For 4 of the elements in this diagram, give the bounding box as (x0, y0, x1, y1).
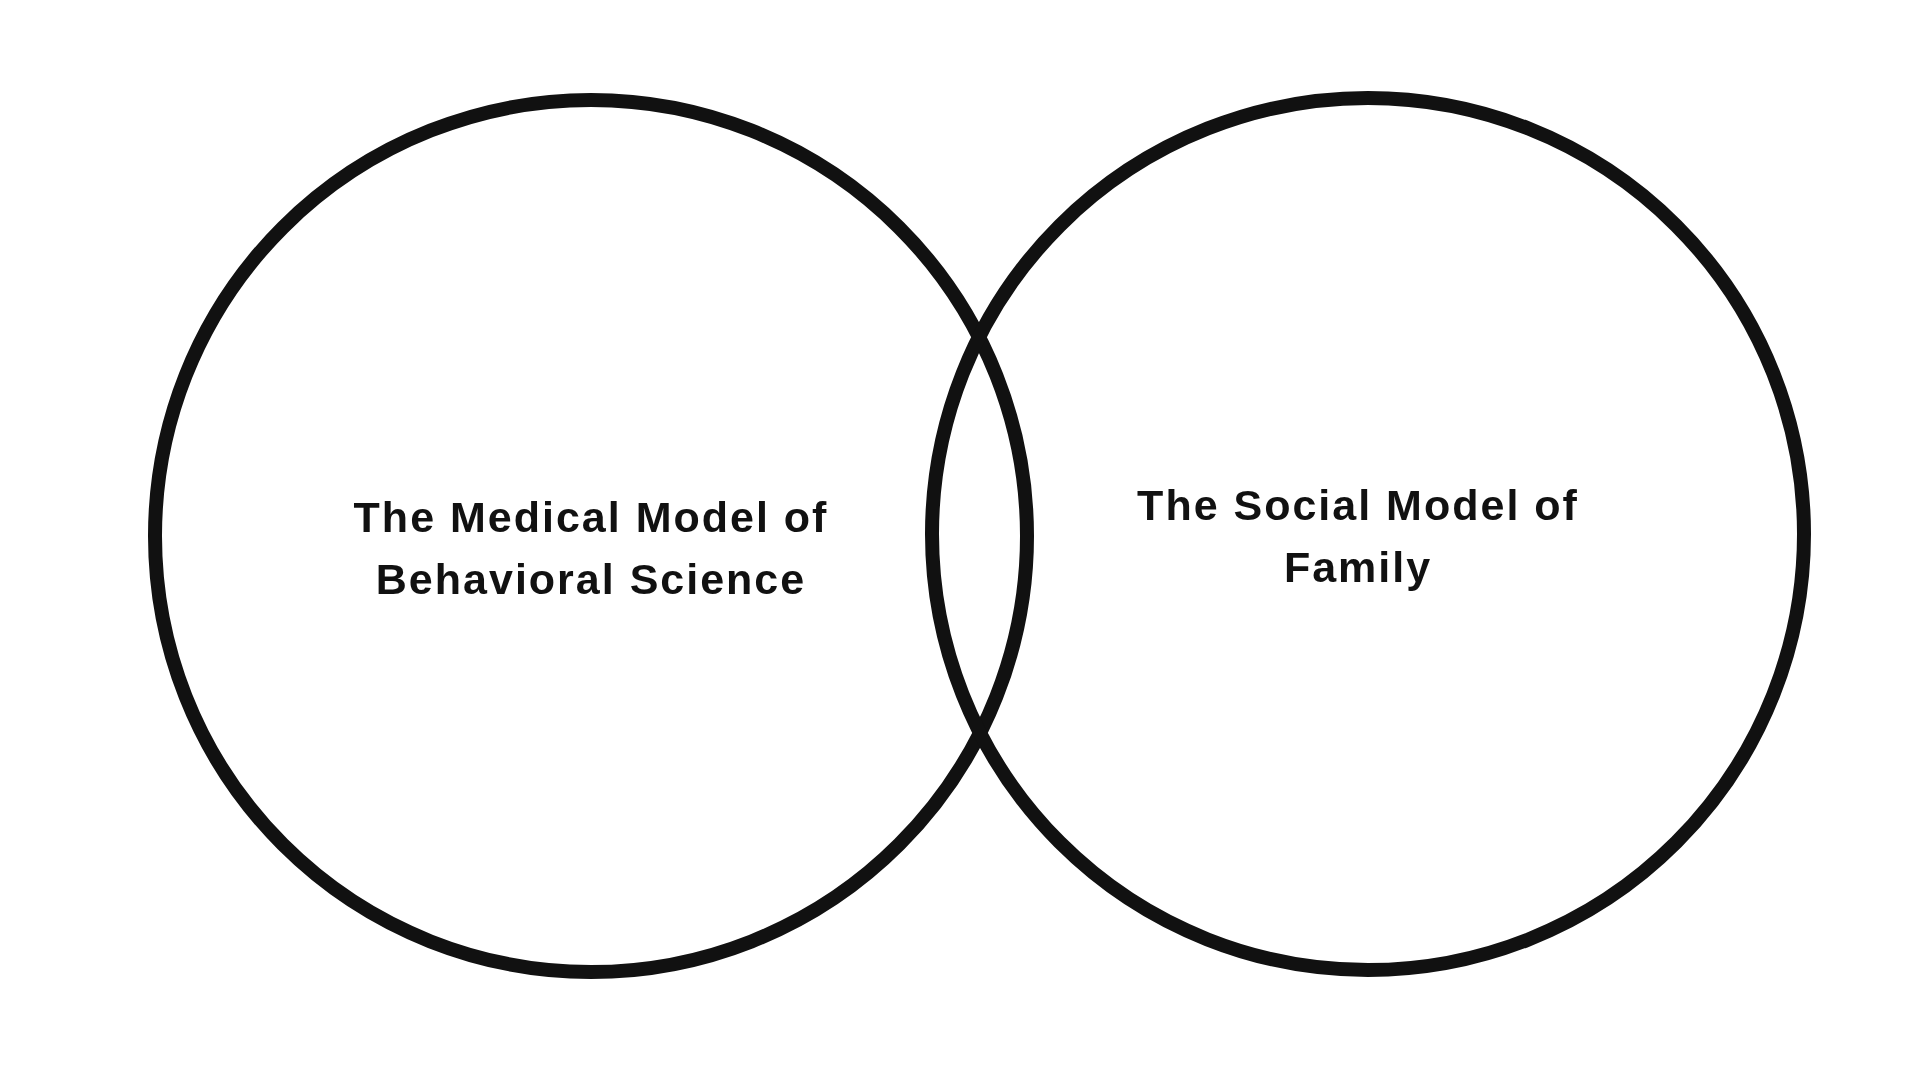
venn-circle (148, 93, 1034, 979)
circle-label: The Social Model of Family (1136, 480, 1580, 593)
venn-circle (925, 91, 1811, 977)
circle-label: The Medical Model of Behavioral Science (352, 492, 830, 605)
